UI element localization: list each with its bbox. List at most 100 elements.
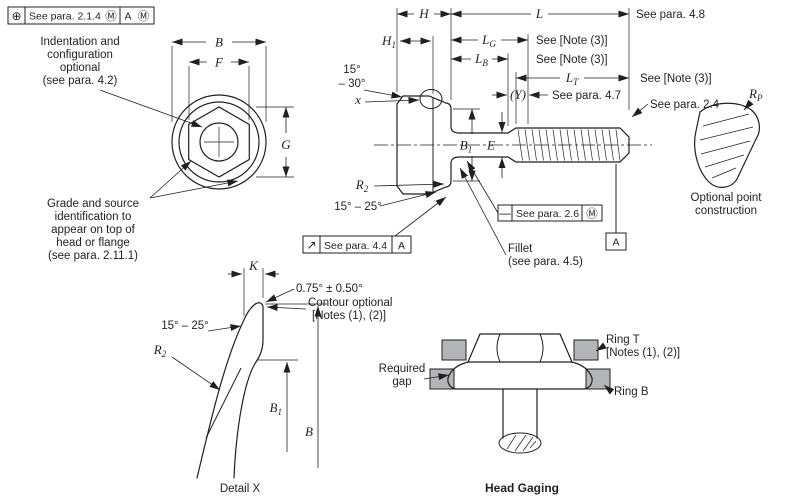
leader-line: [99, 89, 203, 128]
section-hatching: [506, 434, 537, 452]
section-line: [205, 367, 242, 439]
leader-line: [631, 103, 649, 118]
note-contour-optional: [Notes (1), (2)]: [312, 310, 386, 322]
label-dim-R2: R2: [355, 177, 369, 194]
flange-edge-outline: [196, 302, 264, 479]
dim-base: R: [153, 342, 162, 357]
dim-sub: B: [482, 58, 488, 68]
leader-line: [266, 304, 307, 312]
dim-sub: 2: [364, 184, 369, 194]
dim-base: B: [460, 138, 468, 153]
straightness-fcf: — See para. 2.6 Ⓜ: [466, 160, 603, 222]
label-dim-G: G: [281, 137, 291, 152]
dim-sub: 1: [391, 40, 396, 50]
material-modifier-icon: Ⓜ: [105, 10, 117, 23]
dim-base: B: [270, 400, 278, 415]
hex-corner-arc: [539, 333, 544, 363]
straightness-symbol-icon: —: [499, 208, 511, 220]
runout-fcf: ↗ See para. 4.4 A: [302, 196, 447, 254]
fcf-reference-text: See para. 2.6: [516, 208, 579, 220]
position-symbol-icon: ⊕: [11, 9, 21, 23]
corner-detail-circle: [419, 89, 443, 109]
label-ring-b: Ring B: [614, 386, 649, 398]
note-fillet: (see para. 4.5): [508, 256, 583, 268]
label-required-gap: gap: [392, 376, 411, 388]
label-dim-F: F: [214, 55, 224, 70]
dim-sub: 1: [278, 407, 283, 417]
leader-line: [363, 89, 403, 99]
leader-line: [171, 356, 221, 391]
leader-line: [364, 96, 420, 104]
leader-line: [459, 167, 507, 256]
material-modifier-icon: Ⓜ: [586, 208, 598, 221]
label-required-gap: Required: [379, 363, 426, 375]
flange-inner-circle: [178, 101, 260, 183]
label-dim-LT: LT: [565, 70, 579, 87]
label-dim-B1: B1: [460, 138, 472, 155]
label-head-chamfer-angle: 15°: [343, 64, 360, 76]
datum-letter: A: [612, 237, 619, 249]
label-ring-t: Ring T: [606, 334, 640, 346]
leader-line: [466, 160, 499, 214]
side-view: H L See para. 4.8 H1 LG See [Note (3)] L…: [302, 6, 720, 268]
fcf-reference-text: See para. 4.4: [324, 240, 387, 252]
caption-optional-point: Optional point: [691, 192, 763, 204]
flange-outer-circle: [171, 94, 267, 190]
leader-line: [743, 99, 754, 111]
note-indentation: configuration: [47, 49, 113, 61]
runout-symbol-icon: ↗: [306, 238, 316, 252]
label-dim-H: H: [418, 6, 429, 21]
note-grade: appear on top of: [51, 224, 136, 236]
hex-outline: [188, 106, 250, 178]
hex-corner-arc: [496, 333, 501, 363]
bolt-profile-lower: [396, 144, 630, 195]
leader-line: [265, 288, 295, 303]
label-dim-H1: H1: [381, 33, 396, 50]
dim-base: L: [565, 70, 573, 85]
note-grade: Grade and source: [47, 198, 139, 210]
note-indentation: optional: [60, 62, 100, 74]
note-see-note3: See [Note (3)]: [536, 35, 608, 47]
ring-t-right: [573, 339, 599, 361]
note-see-para-4-8: See para. 4.8: [636, 9, 705, 21]
material-modifier-icon: Ⓜ: [138, 10, 150, 23]
label-dim-B: B: [305, 424, 313, 439]
bolt-profile-upper: [396, 95, 630, 146]
broken-section: [498, 432, 542, 454]
note-indentation: (see para. 4.2): [43, 75, 118, 87]
label-dim-L: L: [535, 6, 543, 21]
leader-line: [373, 180, 445, 188]
dim-sub: P: [756, 93, 763, 103]
label-dim-K: K: [248, 258, 259, 273]
leader-line: [595, 342, 607, 352]
label-flange-angle: 15° – 25°: [161, 320, 209, 332]
label-dim-LG: LG: [481, 32, 496, 49]
note-see-note3: See [Note (3)]: [536, 54, 608, 66]
label-dim-Y: (Y): [510, 87, 526, 102]
dim-sub: 2: [162, 349, 167, 359]
note-contour-optional: Contour optional: [308, 297, 392, 309]
fcf-reference-text: See para. 2.1.4: [29, 11, 101, 23]
front-view: B F G Indentation and configuration opti…: [40, 35, 294, 262]
dim-base: H: [381, 33, 392, 48]
note-grade: identification to: [55, 211, 132, 223]
fcf-frame: [7, 6, 155, 25]
note-indentation: Indentation and: [40, 36, 119, 48]
caption-head-gaging: Head Gaging: [485, 481, 559, 495]
head-gaging-view: Ring T [Notes (1), (2)] Ring B Required …: [379, 333, 680, 495]
label-ring-t: [Notes (1), (2)]: [606, 347, 680, 359]
datum-a-box: A: [605, 164, 627, 251]
label-contour-angle: 0.75° ± 0.50°: [296, 283, 363, 295]
detail-x-view: K 0.75° ± 0.50° Contour optional [Notes …: [153, 258, 393, 495]
label-dim-R2: R2: [153, 342, 167, 359]
optional-point-view: RP Optional point construction: [691, 86, 763, 217]
leader-line: [379, 191, 437, 207]
dim-base: L: [474, 51, 482, 66]
flange-outline: [447, 361, 593, 390]
label-dim-B: B: [215, 35, 223, 50]
indentation-circle: [199, 122, 239, 162]
note-grade: (see para. 2.11.1): [48, 250, 138, 262]
label-dim-x: x: [354, 92, 361, 107]
